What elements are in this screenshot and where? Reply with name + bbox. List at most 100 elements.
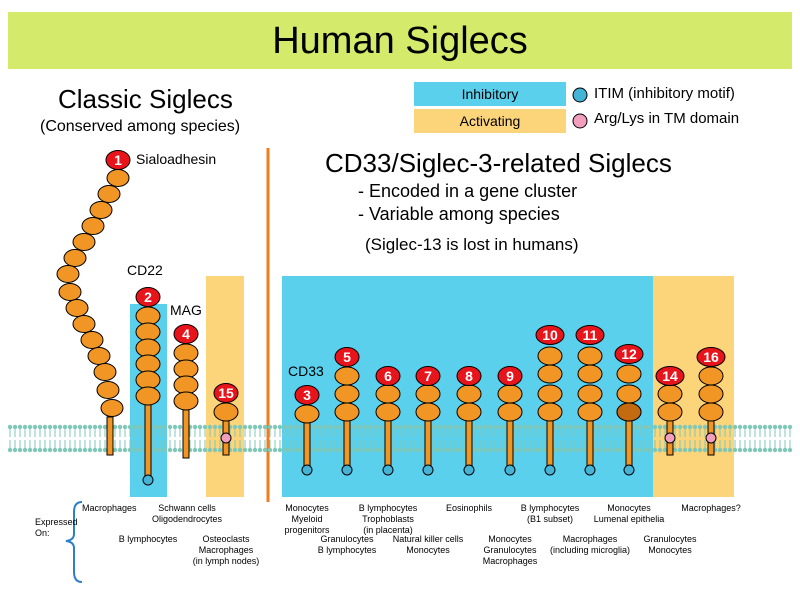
lipid-head: [37, 447, 43, 453]
lipid-head: [647, 424, 653, 430]
lipid-head: [737, 424, 743, 430]
lipid-head: [647, 447, 653, 453]
lipid-head: [217, 447, 223, 453]
lipid-head: [617, 447, 623, 453]
ig-domain: [537, 346, 563, 366]
lipid-head: [232, 447, 238, 453]
lipid-head: [717, 424, 723, 430]
lipid-head: [677, 447, 683, 453]
transmembrane-stalk: [384, 417, 392, 471]
legend-activating-box: Activating: [414, 109, 566, 133]
lipid-head: [772, 424, 778, 430]
lipid-head: [482, 447, 488, 453]
lipid-head: [442, 424, 448, 430]
lipid-head: [692, 447, 698, 453]
sialoadhesin-domain: [58, 283, 82, 301]
lipid-head: [742, 424, 748, 430]
expr-s11-2: (including microglia): [549, 545, 631, 555]
arglys-dot: [664, 432, 676, 444]
lipid-head: [12, 447, 18, 453]
lipid-head: [162, 447, 168, 453]
lipid-head: [457, 447, 463, 453]
itim-dot: [504, 464, 516, 476]
siglec-number-badge: [456, 366, 482, 386]
siglec-number: 10: [542, 327, 558, 343]
lipid-head: [272, 424, 278, 430]
lipid-head: [452, 424, 458, 430]
lipid-head: [642, 447, 648, 453]
lipid-head: [252, 424, 258, 430]
lipid-head: [782, 424, 788, 430]
arglys-dot: [705, 432, 717, 444]
lipid-head: [787, 424, 793, 430]
lipid-head: [77, 424, 83, 430]
lipid-head: [447, 424, 453, 430]
lipid-head: [637, 447, 643, 453]
lipid-head: [17, 424, 23, 430]
ig-domain: [657, 402, 683, 422]
label-mag: MAG: [170, 302, 202, 318]
lipid-head: [327, 447, 333, 453]
lipid-head: [607, 447, 613, 453]
lipid-head: [87, 447, 93, 453]
lipid-head: [92, 447, 98, 453]
siglec-number: 2: [144, 289, 152, 305]
lipid-head: [487, 447, 493, 453]
lipid-head: [197, 447, 203, 453]
lipid-head: [677, 424, 683, 430]
lipid-head: [582, 447, 588, 453]
lipid-head: [352, 447, 358, 453]
lipid-head: [97, 447, 103, 453]
lipid-head: [557, 424, 563, 430]
lipid-head: [112, 424, 118, 430]
lipid-head: [477, 424, 483, 430]
lipid-head: [207, 424, 213, 430]
lipid-head: [722, 424, 728, 430]
lipid-head: [552, 447, 558, 453]
sialoadhesin-domain: [72, 233, 96, 251]
lipid-head: [337, 424, 343, 430]
lipid-head: [377, 424, 383, 430]
itim-dot: [623, 464, 635, 476]
lipid-head: [322, 424, 328, 430]
lipid-head: [652, 447, 658, 453]
lipid-head: [152, 424, 158, 430]
lipid-head: [702, 447, 708, 453]
siglec-number-badge: [135, 287, 161, 307]
lipid-head: [747, 424, 753, 430]
lipid-head: [397, 424, 403, 430]
lipid-head: [102, 424, 108, 430]
lipid-head: [192, 447, 198, 453]
lipid-head: [492, 424, 498, 430]
itim-dot: [422, 464, 434, 476]
lipid-head: [747, 447, 753, 453]
lipid-head: [487, 424, 493, 430]
lipid-head: [417, 447, 423, 453]
transmembrane-stalk: [303, 419, 311, 471]
classic-heading: Classic Siglecs: [58, 84, 233, 114]
siglec-number: 9: [506, 368, 514, 384]
lipid-head: [317, 424, 323, 430]
lipid-head: [577, 424, 583, 430]
lipid-head: [412, 424, 418, 430]
lipid-head: [277, 447, 283, 453]
lipid-head: [732, 447, 738, 453]
itim-dot: [584, 464, 596, 476]
ig-domain: [616, 384, 642, 404]
mag-domain: [173, 375, 199, 395]
lipid-head: [317, 447, 323, 453]
lipid-head: [632, 424, 638, 430]
lipid-head: [632, 447, 638, 453]
lipid-head: [532, 424, 538, 430]
itim-dot: [544, 464, 556, 476]
lipid-head: [122, 424, 128, 430]
lipid-head: [332, 424, 338, 430]
lipid-head: [82, 447, 88, 453]
expr-s10-2: (B1 subset): [526, 514, 574, 524]
lipid-head: [47, 424, 53, 430]
classic-subheading: (Conserved among species): [40, 118, 241, 135]
lipid-head: [177, 424, 183, 430]
siglec-number: 8: [465, 368, 473, 384]
